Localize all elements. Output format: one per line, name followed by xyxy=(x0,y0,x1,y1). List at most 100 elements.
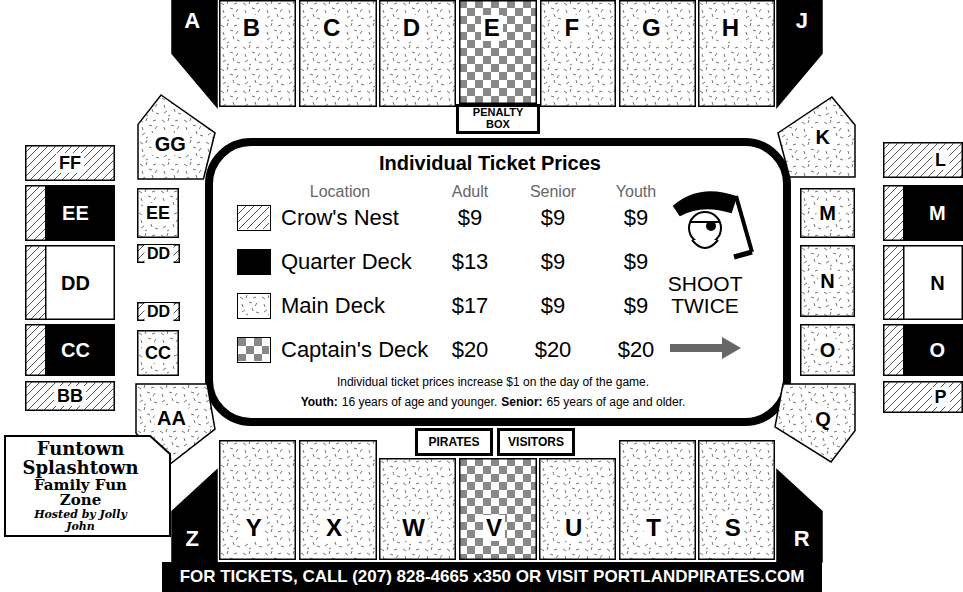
section-letter: DD xyxy=(144,303,173,321)
section-letter: K xyxy=(812,126,832,148)
note-text: Senior: xyxy=(501,395,542,409)
price-label: $20 xyxy=(618,338,655,361)
price-label: $13 xyxy=(452,250,489,273)
seating-section: CC xyxy=(137,330,179,376)
rink-outline xyxy=(209,142,787,422)
seating-section: T xyxy=(619,440,696,560)
seating-section: W xyxy=(379,458,456,560)
section-letter: O xyxy=(927,339,949,361)
seating-section: GG xyxy=(138,95,215,179)
age-note: Youth:16 years of age and younger.Senior… xyxy=(301,395,686,409)
seating-section: V xyxy=(459,458,537,560)
section-letter: T xyxy=(643,515,664,541)
seating-section: G xyxy=(619,0,696,107)
section-letter: M xyxy=(816,202,839,224)
section-letter: S xyxy=(722,515,744,541)
section-shape xyxy=(883,381,963,413)
section-letter: V xyxy=(483,515,505,541)
section-letter: W xyxy=(399,515,428,541)
section-shape xyxy=(883,185,963,241)
section-shape xyxy=(883,324,963,376)
label-box: FOR TICKETS, CALL (207) 828-4665 x350 OR… xyxy=(162,562,822,592)
seating-section: DD xyxy=(25,245,115,320)
seating-section: E xyxy=(459,0,537,104)
seating-section: C xyxy=(299,0,377,107)
label-box: VISITORS xyxy=(497,428,575,456)
price-label: SHOOT TWICE xyxy=(668,273,742,317)
section-shape xyxy=(299,440,377,560)
price-label: Individual ticket prices increase $1 on … xyxy=(337,376,649,389)
section-letter: L xyxy=(932,150,949,170)
note-text: 65 years of age and older. xyxy=(547,395,686,409)
legend-text: Captain's Deck xyxy=(281,338,428,361)
section-letter: Z xyxy=(183,527,202,551)
section-letter: EE xyxy=(143,203,173,223)
swatch-pattern xyxy=(238,294,269,317)
seating-section: EE xyxy=(25,185,115,241)
section-letter: E xyxy=(481,15,503,41)
seating-section: D xyxy=(379,0,456,107)
seating-section: DD xyxy=(137,244,180,263)
section-letter: Q xyxy=(812,408,834,430)
seating-section: DD xyxy=(137,302,180,321)
section-letter: EE xyxy=(59,202,92,224)
section-letter: H xyxy=(719,15,742,41)
section-letter: G xyxy=(639,15,664,41)
seating-section: L xyxy=(883,142,963,178)
legend-text: Crow's Nest xyxy=(281,206,399,229)
seating-section: Q xyxy=(775,384,855,462)
seating-section: S xyxy=(698,440,775,560)
price-label: $9 xyxy=(624,294,648,317)
section-letter: J xyxy=(793,9,811,33)
price-label: Senior xyxy=(530,184,576,201)
seating-section: B xyxy=(219,0,296,107)
section-letter: R xyxy=(791,527,813,551)
box-label: PENALTY BOX xyxy=(473,107,523,130)
section-letter: A xyxy=(181,9,203,33)
seating-section: K xyxy=(778,97,855,177)
label-box: Funtown SplashtownFamily Fun ZoneHosted … xyxy=(5,436,170,536)
section-letter: AA xyxy=(154,407,189,429)
logo-text: Family Fun Zone xyxy=(18,478,143,510)
box-label: PIRATES xyxy=(428,436,479,449)
section-shape xyxy=(379,458,456,560)
seating-section: P xyxy=(883,381,963,413)
logo-text: Funtown Splashtown xyxy=(18,440,143,478)
section-letter: F xyxy=(562,15,583,41)
section-letter: O xyxy=(817,339,839,361)
label-box: PENALTY BOX xyxy=(456,104,540,134)
label-box: PIRATES xyxy=(415,428,493,456)
price-label: $9 xyxy=(541,250,565,273)
seating-section: EE xyxy=(137,188,179,238)
price-label: $9 xyxy=(458,206,482,229)
section-letter: N xyxy=(927,272,947,294)
legend-text: Main Deck xyxy=(281,294,385,317)
section-letter: D xyxy=(400,15,423,41)
section-shape xyxy=(219,440,296,560)
seating-section: M xyxy=(883,185,963,241)
price-label: $20 xyxy=(452,338,489,361)
section-letter: BB xyxy=(54,386,86,406)
seating-section: O xyxy=(800,324,855,376)
section-letter: Y xyxy=(243,515,265,541)
seating-section: M xyxy=(800,188,855,238)
section-letter: B xyxy=(240,15,263,41)
seating-section: F xyxy=(540,0,616,107)
price-label: Adult xyxy=(452,184,488,201)
legend-swatch xyxy=(237,337,271,363)
section-letter: CC xyxy=(58,339,93,361)
seating-section: H xyxy=(698,0,775,107)
section-letter: U xyxy=(562,515,585,541)
seating-section: FF xyxy=(25,145,115,181)
logo-text: Hosted by Jolly John xyxy=(18,509,143,532)
section-letter: X xyxy=(323,515,345,541)
seating-section: J xyxy=(777,0,822,107)
section-letter: P xyxy=(932,387,950,407)
price-label: Location xyxy=(310,184,371,201)
section-letter: M xyxy=(926,202,949,224)
legend-swatch xyxy=(237,205,271,231)
section-letter: DD xyxy=(58,272,93,294)
seating-section: Z xyxy=(172,470,217,562)
price-label: $17 xyxy=(452,294,489,317)
price-label: $20 xyxy=(535,338,572,361)
